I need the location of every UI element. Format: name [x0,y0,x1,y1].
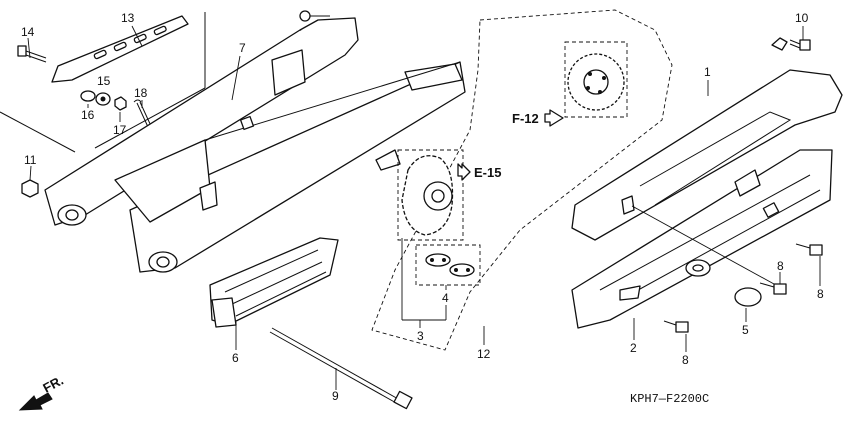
cap-5 [734,287,762,307]
callout-12: 12 [477,347,491,361]
small-hardware [80,90,152,128]
callout-14: 14 [21,25,35,39]
callout-16: 16 [81,108,95,122]
callout-17: 17 [113,123,127,137]
callout-2: 2 [630,341,637,355]
front-arrow-icon [18,392,53,411]
bracket-plate [51,15,189,83]
callout-labels: 1 2 3 4 5 6 7 8 8 8 9 10 11 12 13 14 15 … [21,11,824,403]
drive-chain [397,149,464,241]
bolts-8 [663,243,823,333]
callout-3: 3 [417,329,424,343]
callout-4: 4 [442,291,449,305]
callout-8-c: 8 [682,353,689,367]
chain-slider [209,237,339,328]
callout-15: 15 [97,74,111,88]
callout-9: 9 [332,389,339,403]
bolt-14 [17,45,47,63]
chain-case-lower [571,149,833,329]
driven-sprocket [564,41,628,118]
master-link [415,244,481,286]
callout-8-b: 8 [817,287,824,301]
ref-label-e15: E-15 [474,165,501,180]
drawing-code: KPH7—F2200C [630,392,709,406]
callout-1: 1 [704,65,711,79]
ref-arrow-e15 [457,163,471,181]
callout-18: 18 [134,86,148,100]
ref-arrow-f12 [544,109,564,127]
callout-10: 10 [795,11,809,25]
callout-13: 13 [121,11,135,25]
callout-5: 5 [742,323,749,337]
callout-7: 7 [239,41,246,55]
callout-6: 6 [232,351,239,365]
swing-arm [44,10,466,273]
chain-case-upper [571,37,843,241]
front-label: FR. [40,373,66,396]
callout-8-a: 8 [777,259,784,273]
boundary-lines [0,12,206,153]
leader-lines [27,25,821,390]
bolt-10 [789,39,811,51]
nut-11 [21,179,39,198]
ref-label-f12: F-12 [512,111,539,126]
callout-11: 11 [24,153,37,167]
pivot-bolt [269,327,413,410]
